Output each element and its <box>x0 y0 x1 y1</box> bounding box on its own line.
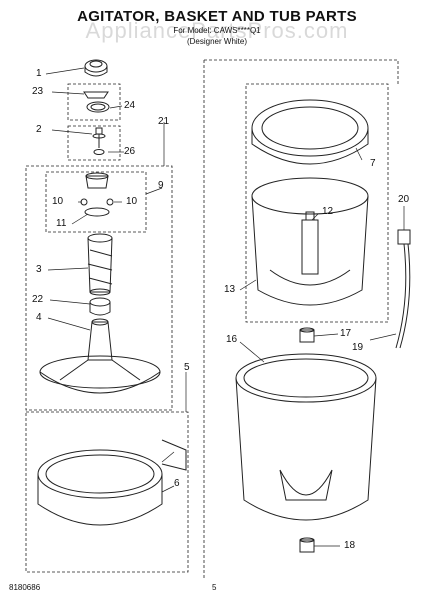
document-number: 8180686 <box>9 583 41 592</box>
callout-13: 13 <box>224 284 236 295</box>
watermark: AppliancePartsPros.com <box>85 18 349 43</box>
callout-24: 24 <box>124 100 136 111</box>
drain-nut-part <box>299 537 315 553</box>
callout-10-left: 10 <box>52 196 64 207</box>
callout-3: 3 <box>36 264 42 275</box>
callout-1: 1 <box>36 68 42 79</box>
outer-tub-part <box>235 353 377 521</box>
agitator-cap-part <box>84 59 108 77</box>
variant-line: (Designer White) <box>186 37 247 46</box>
callout-23: 23 <box>32 86 44 97</box>
callout-19: 19 <box>352 342 364 353</box>
callout-11: 11 <box>56 218 67 229</box>
spline-part <box>89 297 111 316</box>
callout-2: 2 <box>36 124 42 135</box>
group-box-cap <box>25 59 399 580</box>
cap-seal-part <box>83 91 110 113</box>
callout-26: 26 <box>124 146 136 157</box>
model-line: For Model: CAWS****Q1 <box>173 26 261 35</box>
balance-ring-part <box>251 99 369 165</box>
spanner-nut-part <box>299 327 315 343</box>
callout-7: 7 <box>370 158 376 169</box>
callout-9: 9 <box>158 180 164 191</box>
tub-ring-part <box>37 439 187 526</box>
callout-12: 12 <box>322 206 334 217</box>
agitator-base-part <box>39 318 161 394</box>
page-title: AGITATOR, BASKET AND TUB PARTS <box>77 8 357 25</box>
agitator-dogs-part <box>80 172 114 217</box>
callout-16: 16 <box>226 334 238 345</box>
callout-4: 4 <box>36 312 42 323</box>
basket-part <box>251 177 369 306</box>
bolt-part <box>92 127 106 155</box>
callout-5: 5 <box>184 362 190 373</box>
auger-part <box>87 233 113 296</box>
callout-22: 22 <box>32 294 44 305</box>
callout-6: 6 <box>174 478 180 489</box>
callout-17: 17 <box>340 328 352 339</box>
callout-18: 18 <box>344 540 356 551</box>
hose-part <box>395 229 411 349</box>
callout-10-right: 10 <box>126 196 138 207</box>
leader-lines <box>45 67 405 547</box>
page-number: 5 <box>212 583 217 592</box>
callout-21: 21 <box>158 116 170 127</box>
callout-20: 20 <box>398 194 410 205</box>
